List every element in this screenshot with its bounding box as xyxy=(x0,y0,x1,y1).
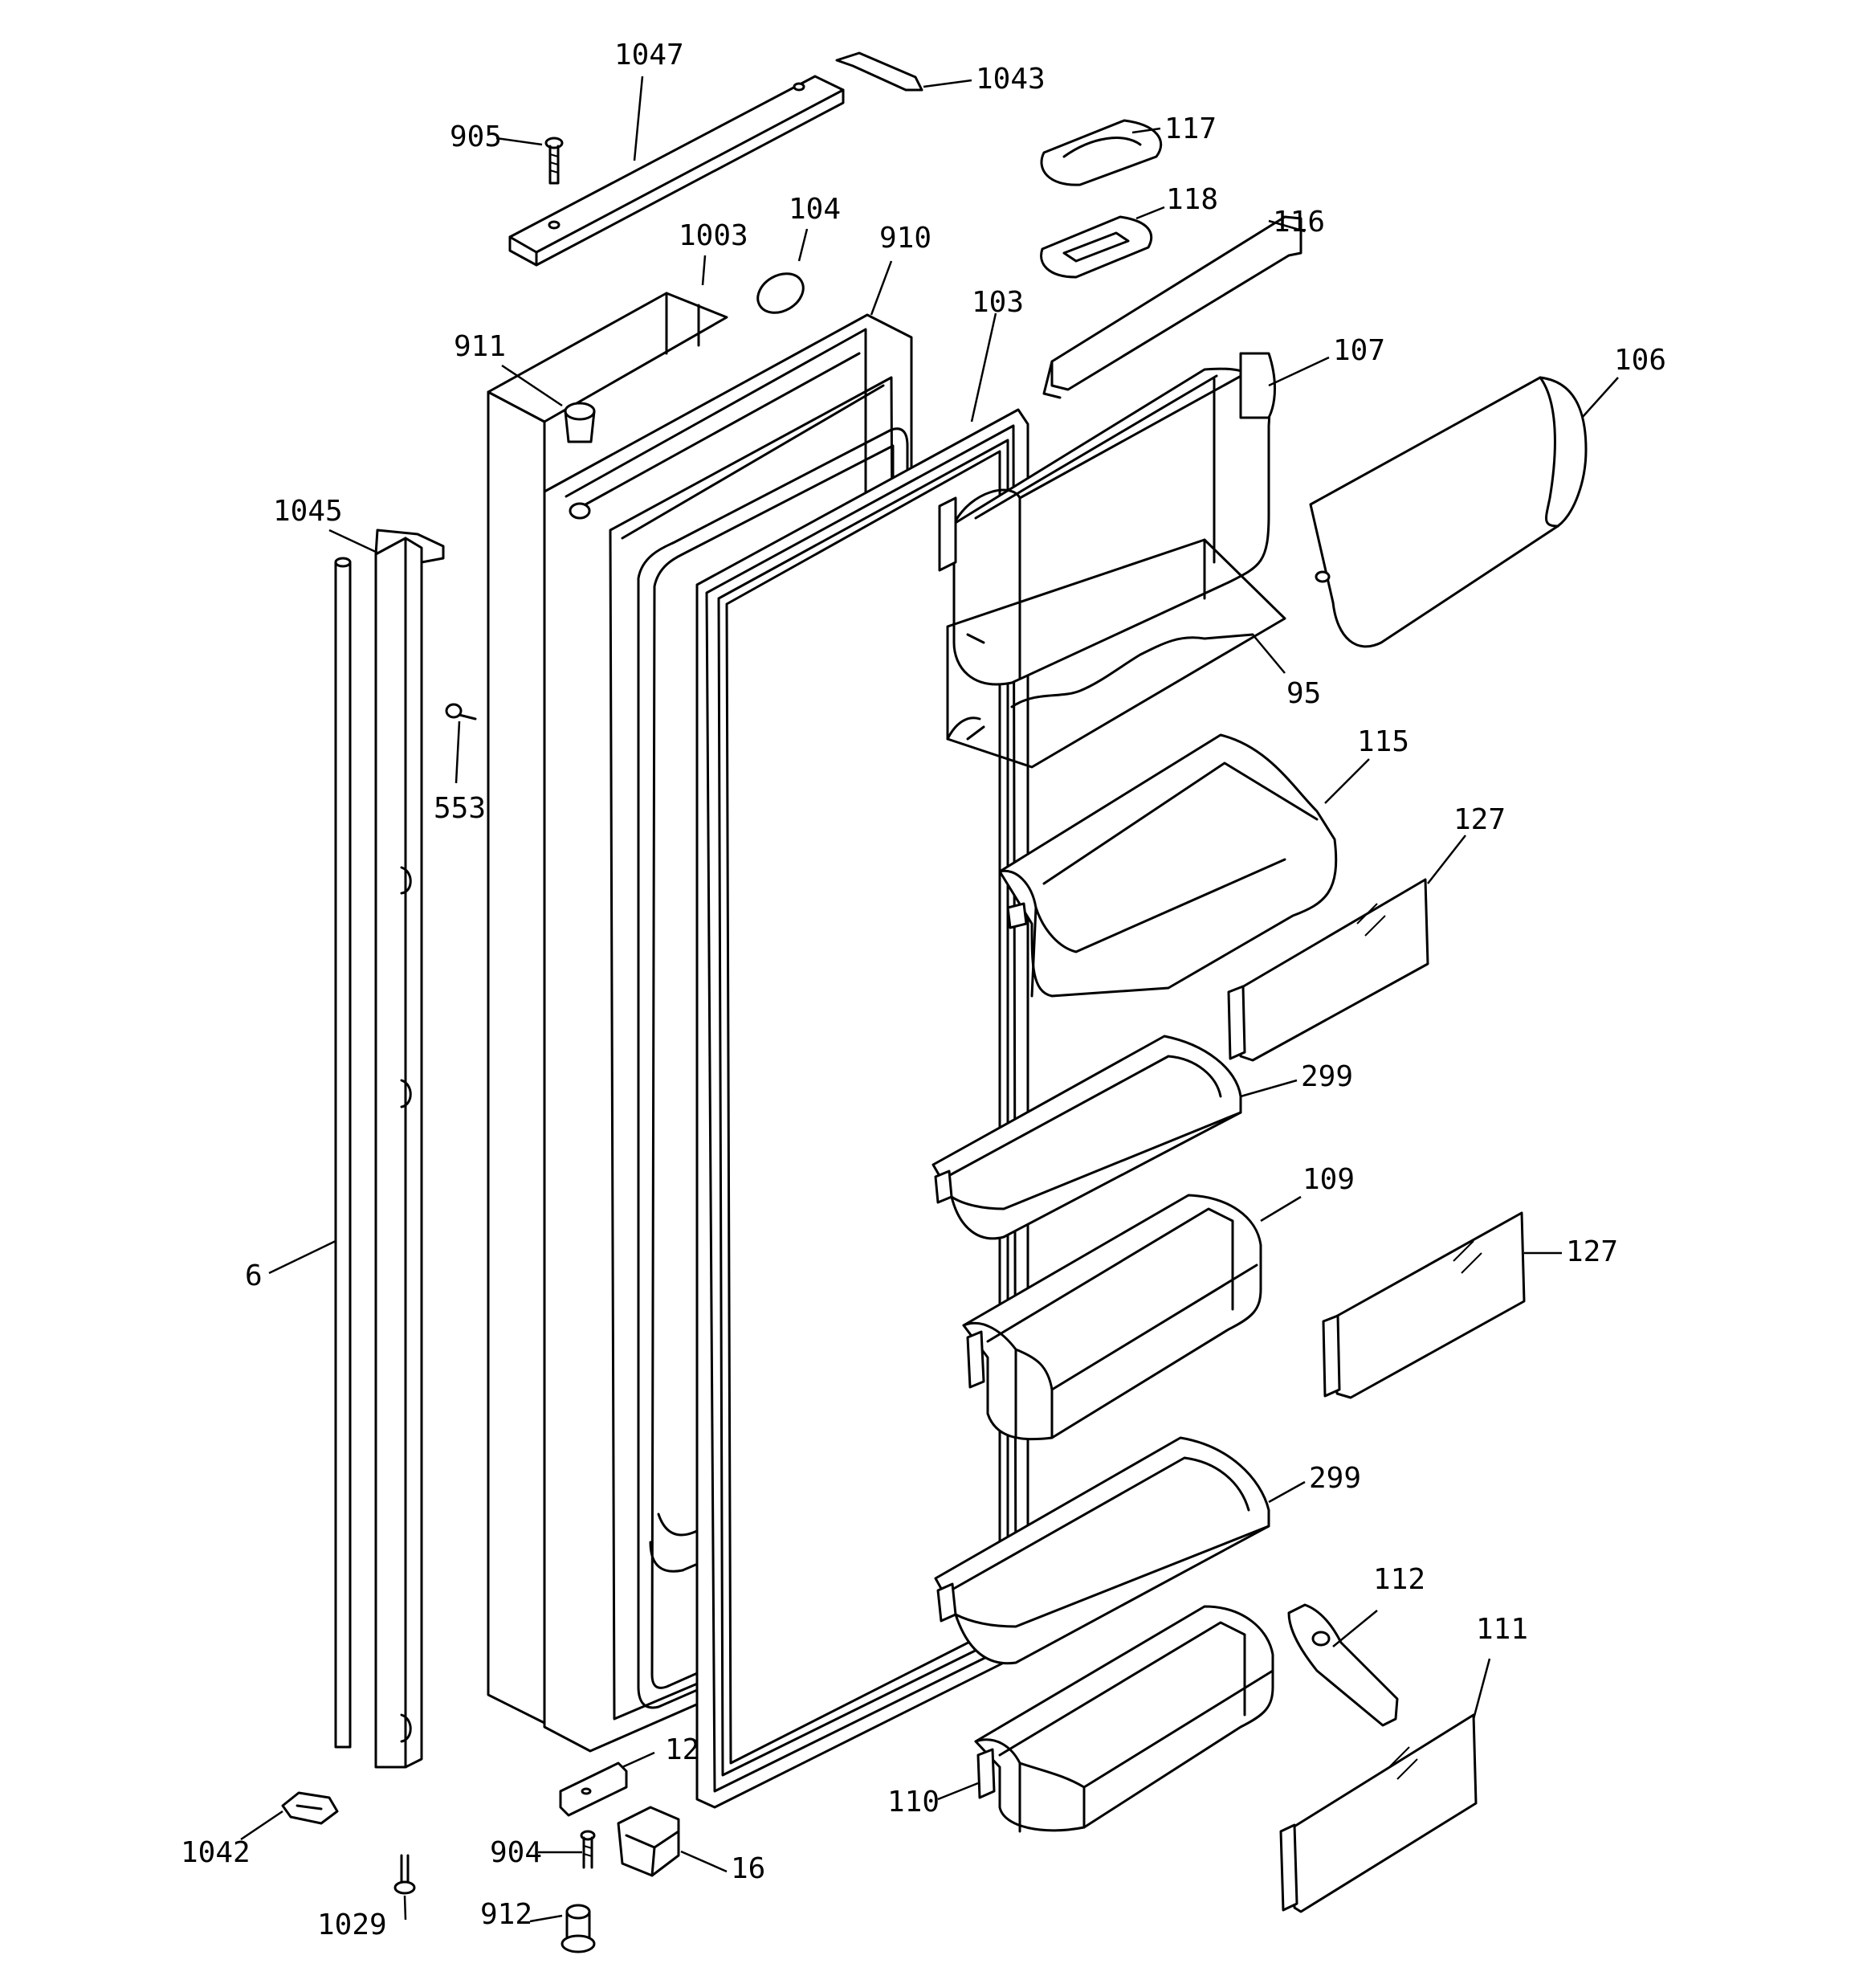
cover-part-106 xyxy=(1309,376,1588,648)
label-6: 6 xyxy=(245,1259,263,1292)
bin-part-110 xyxy=(974,1605,1274,1833)
wire-shelf-part-95 xyxy=(946,538,1286,769)
label-1042: 1042 xyxy=(181,1836,251,1869)
label-107: 107 xyxy=(1333,334,1385,367)
label-1003: 1003 xyxy=(679,219,748,252)
label-1043: 1043 xyxy=(976,63,1046,96)
label-110: 110 xyxy=(887,1786,940,1819)
label-115: 115 xyxy=(1357,725,1409,758)
label-905: 905 xyxy=(450,120,502,153)
label-912: 912 xyxy=(480,1898,532,1931)
label-106: 106 xyxy=(1614,344,1666,377)
hinge-clip-part-1042 xyxy=(281,1791,339,1825)
cap-part-117 xyxy=(1040,119,1163,186)
trim-part-1045 xyxy=(374,529,445,1769)
cover-part-1043 xyxy=(835,51,923,92)
label-127-lower: 127 xyxy=(1566,1235,1618,1268)
label-103: 103 xyxy=(972,286,1024,319)
label-112: 112 xyxy=(1373,1563,1425,1596)
label-904: 904 xyxy=(490,1836,542,1869)
label-553: 553 xyxy=(434,792,486,825)
dispenser-bin-part-107 xyxy=(938,352,1276,686)
screw-part-553 xyxy=(445,703,477,720)
screw-part-905 xyxy=(544,137,564,185)
label-127-upper: 127 xyxy=(1453,803,1506,836)
label-109: 109 xyxy=(1302,1163,1355,1196)
label-95: 95 xyxy=(1286,677,1321,710)
label-104: 104 xyxy=(789,193,841,226)
front-panel-part-127-lower xyxy=(1322,1211,1526,1399)
label-116: 116 xyxy=(1273,206,1325,239)
label-299-lower: 299 xyxy=(1309,1462,1361,1495)
end-cap-part-112 xyxy=(1287,1603,1399,1727)
hinge-part-16 xyxy=(617,1806,680,1877)
label-1045: 1045 xyxy=(273,495,343,528)
hinge-bracket-part-1047 xyxy=(508,75,845,267)
bracket-part-12 xyxy=(559,1761,628,1817)
label-1047: 1047 xyxy=(614,39,684,71)
front-panel-part-127-upper xyxy=(1227,878,1429,1062)
label-111: 111 xyxy=(1476,1613,1528,1646)
screw-part-904 xyxy=(580,1830,596,1869)
front-panel-part-111 xyxy=(1279,1713,1478,1913)
bin-part-299-upper xyxy=(932,1035,1242,1240)
plug-part-104 xyxy=(756,272,805,314)
leader-lines xyxy=(240,76,1619,1923)
rod-part-6 xyxy=(334,557,352,1749)
bushing-part-912 xyxy=(561,1904,596,1953)
label-910: 910 xyxy=(879,222,932,255)
label-12: 12 xyxy=(665,1733,699,1766)
bin-part-115 xyxy=(998,733,1338,998)
label-117: 117 xyxy=(1164,112,1217,145)
label-1029: 1029 xyxy=(317,1908,387,1941)
bushing-part-911 xyxy=(564,402,596,520)
callout-labels: 1047 1043 905 117 118 116 1003 104 910 1… xyxy=(181,39,1666,1941)
label-16: 16 xyxy=(731,1852,765,1885)
bin-part-299-lower xyxy=(934,1436,1270,1665)
label-911: 911 xyxy=(454,330,506,363)
rail-part-116 xyxy=(1042,215,1302,399)
bin-part-109 xyxy=(962,1194,1262,1441)
screw-part-1029 xyxy=(393,1854,416,1895)
label-299-upper: 299 xyxy=(1301,1060,1353,1093)
label-118: 118 xyxy=(1166,183,1218,216)
cap-part-118 xyxy=(1040,215,1153,279)
